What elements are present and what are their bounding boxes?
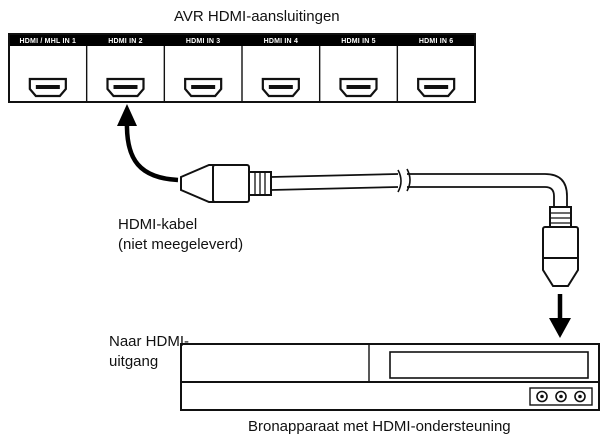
avr-hdmi-ports: HDMI / MHL IN 1 HDMI IN 2 HDMI IN 3 HDMI IN… [20, 38, 456, 102]
hdmi-cable [180, 164, 579, 287]
hdmi-socket-pins [346, 85, 371, 89]
avr-port-label: HDMI IN 2 [108, 38, 142, 45]
avr-port-label: HDMI IN 5 [341, 38, 375, 45]
cable-label-line1: HDMI-kabel [118, 216, 198, 233]
avr-port-label-strip [9, 34, 475, 46]
hdmi-socket-pins [268, 85, 293, 89]
source-device-connectors [529, 387, 593, 406]
avr-port-label: HDMI IN 6 [419, 38, 453, 45]
output-label-line1: Naar HDMI- [109, 333, 190, 350]
hdmi-plug-right [542, 206, 579, 287]
avr-port-label: HDMI IN 3 [186, 38, 220, 45]
hdmi-socket-pins [191, 85, 216, 89]
cable-label-line2: (niet meegeleverd) [118, 236, 244, 253]
diagram-title: AVR HDMI-aansluitingen [174, 8, 340, 25]
hdmi-socket-pins [113, 85, 138, 89]
source-device-label: Bronapparaat met HDMI-ondersteuning [248, 418, 511, 435]
avr-port-label: HDMI IN 4 [264, 38, 298, 45]
insert-arrow-to-source [549, 294, 571, 338]
output-label-line2: uitgang [109, 353, 159, 370]
avr-rear-panel: HDMI / MHL IN 1 HDMI IN 2 HDMI IN 3 HDMI IN… [8, 33, 476, 103]
hdmi-socket-pins [424, 85, 449, 89]
insert-arrow-to-avr [117, 104, 179, 183]
source-device [180, 343, 600, 411]
hdmi-socket-pins [35, 85, 60, 89]
hdmi-plug-left [180, 164, 272, 203]
avr-port-label: HDMI / MHL IN 1 [20, 38, 77, 45]
